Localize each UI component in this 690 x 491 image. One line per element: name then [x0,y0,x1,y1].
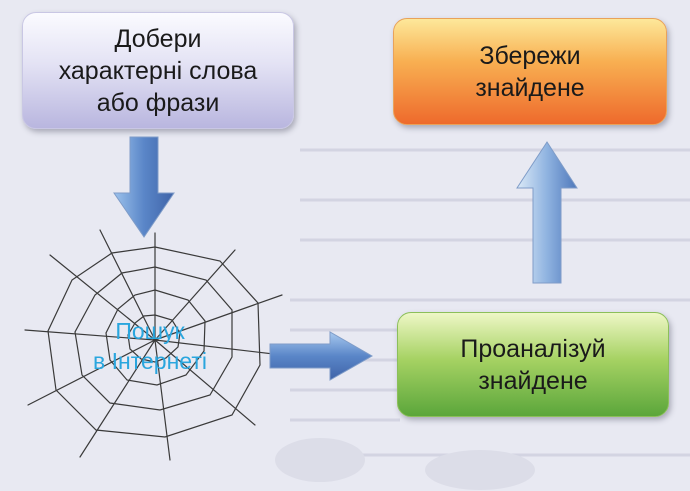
arrow-right-icon [269,331,374,381]
analyze-step-box: Проаналізуй знайдене [397,312,669,417]
save-step-label: Збережи знайдене [475,41,585,102]
spider-web-icon [24,229,283,461]
save-step-box: Збережи знайдене [393,18,667,125]
keywords-step-label: Добери характерні слова або фрази [58,24,258,117]
search-step-label: Пошук в Інтернеті [93,318,207,374]
arrow-down-icon [113,136,175,238]
analyze-step-label: Проаналізуй знайдене [460,334,606,395]
keywords-step-box: Добери характерні слова або фрази [22,12,294,129]
arrow-up-icon [516,141,578,284]
